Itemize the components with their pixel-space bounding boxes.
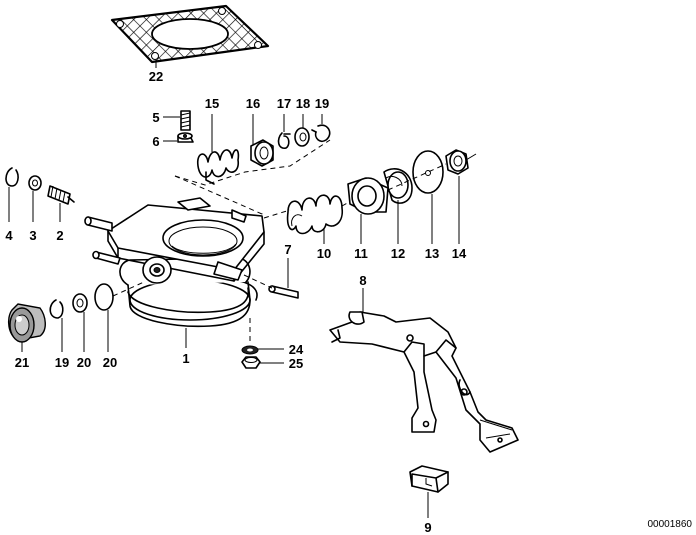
circlip [311,124,331,143]
label-part-19-lower: 19 [55,355,69,370]
lock-washer [277,132,291,149]
circlip-lower [49,299,64,319]
label-part-23: 22 [149,69,163,84]
washer [294,127,310,147]
label-part-15: 15 [205,96,219,111]
label-part-7: 7 [284,242,291,257]
label-part-6: 6 [152,134,159,149]
label-part-3: 3 [29,228,36,243]
spring-washer [241,345,259,355]
label-part-11: 11 [354,246,368,261]
cap [7,303,46,343]
label-part-18: 18 [296,96,310,111]
label-part-8: 8 [359,273,366,288]
large-washer [412,150,444,194]
washer-lower [72,293,88,313]
drawing-number: 00001860 [648,519,693,530]
label-part-4: 4 [5,228,13,243]
label-part-12: 12 [391,246,405,261]
label-part-14: 14 [452,246,467,261]
throttle-housing [84,197,265,328]
label-part-21: 20 [77,355,91,370]
label-part-25: 25 [289,356,303,371]
label-part-17: 17 [277,96,291,111]
washer-left [28,175,42,191]
small-nut [177,132,194,143]
label-part-2: 2 [56,228,63,243]
circlip-left [5,167,19,187]
clip [409,465,449,493]
label-part-20: 20 [103,355,117,370]
gasket [110,4,270,64]
bracket [329,311,519,453]
label-part-5: 5 [152,110,159,125]
label-part-10: 10 [317,246,331,261]
pin [268,285,299,299]
label-part-24: 24 [289,342,304,357]
set-screw [180,110,191,131]
o-ring [94,283,114,311]
label-part-19-upper: 19 [315,96,329,111]
label-part-16: 16 [246,96,260,111]
hex-nut [445,149,469,175]
bushing [250,139,274,167]
return-spring-small [196,149,240,185]
label-part-9: 9 [424,520,431,535]
label-part-1: 1 [182,351,189,366]
adjusting-screw [47,185,75,205]
label-part-22: 21 [15,355,29,370]
return-spring-large [286,194,344,235]
lower-nut [241,356,261,369]
sleeve [347,177,389,215]
label-part-13: 13 [425,246,439,261]
